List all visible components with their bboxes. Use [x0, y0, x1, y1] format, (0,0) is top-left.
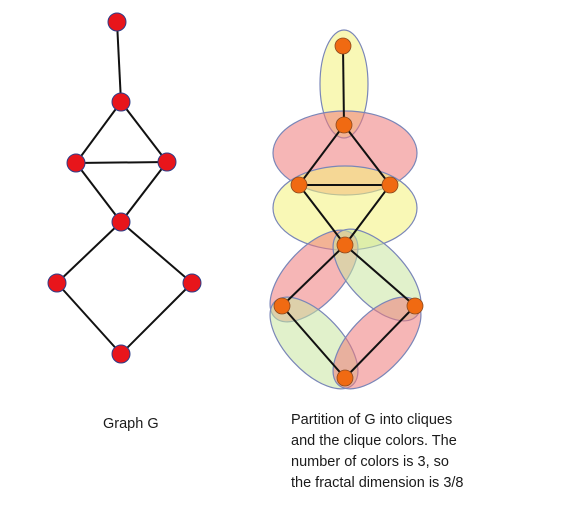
clique-regions — [269, 29, 422, 390]
partition-nodes — [273, 37, 424, 387]
p-node-4 — [381, 176, 399, 194]
p-edge-3 — [343, 124, 391, 186]
partition-caption-line-2: and the clique colors. The — [291, 433, 457, 449]
node-n2 — [111, 92, 131, 112]
node-n4 — [157, 152, 177, 172]
p-node-8 — [336, 369, 354, 387]
node-n1 — [107, 12, 127, 32]
p-node-6 — [273, 297, 291, 315]
partition-edges — [281, 45, 416, 379]
partition-caption: Partition of G into cliques and the cliq… — [291, 410, 463, 494]
p-edge-2 — [298, 124, 345, 186]
edge-n5-n7 — [120, 221, 193, 284]
partition-caption-line-1: Partition of G into cliques — [291, 412, 453, 428]
edge-n1-n2 — [116, 21, 122, 103]
edge-n7-n8 — [120, 282, 193, 355]
p-edge-10 — [344, 305, 416, 379]
p-node-7 — [406, 297, 424, 315]
p-node-5 — [336, 236, 354, 254]
p-edge-5 — [298, 184, 346, 246]
node-n8 — [111, 344, 131, 364]
graph-g-edges — [56, 21, 193, 355]
p-edge-8 — [344, 244, 416, 307]
clique-partition — [269, 29, 424, 390]
graph-g-nodes — [47, 12, 202, 364]
p-edge-7 — [281, 244, 346, 307]
p-edge-6 — [344, 184, 391, 246]
edge-n4-n5 — [120, 161, 168, 223]
p-node-2 — [335, 116, 353, 134]
node-n6 — [47, 273, 67, 293]
graph-g — [47, 12, 202, 364]
node-n7 — [182, 273, 202, 293]
edge-n5-n6 — [56, 221, 122, 284]
p-edge-1 — [342, 45, 345, 126]
edge-n2-n3 — [75, 101, 122, 164]
p-node-1 — [334, 37, 352, 55]
p-edge-9 — [281, 305, 346, 379]
node-n5 — [111, 212, 131, 232]
edge-n3-n4 — [75, 161, 168, 164]
edge-n3-n5 — [75, 162, 122, 223]
partition-caption-line-3: number of colors is 3, so — [291, 454, 449, 470]
graph-g-caption: Graph G — [103, 416, 159, 432]
edge-n6-n8 — [56, 282, 122, 355]
node-n3 — [66, 153, 86, 173]
p-node-3 — [290, 176, 308, 194]
partition-caption-line-4: the fractal dimension is 3/8 — [291, 475, 464, 491]
edge-n2-n4 — [120, 101, 168, 163]
